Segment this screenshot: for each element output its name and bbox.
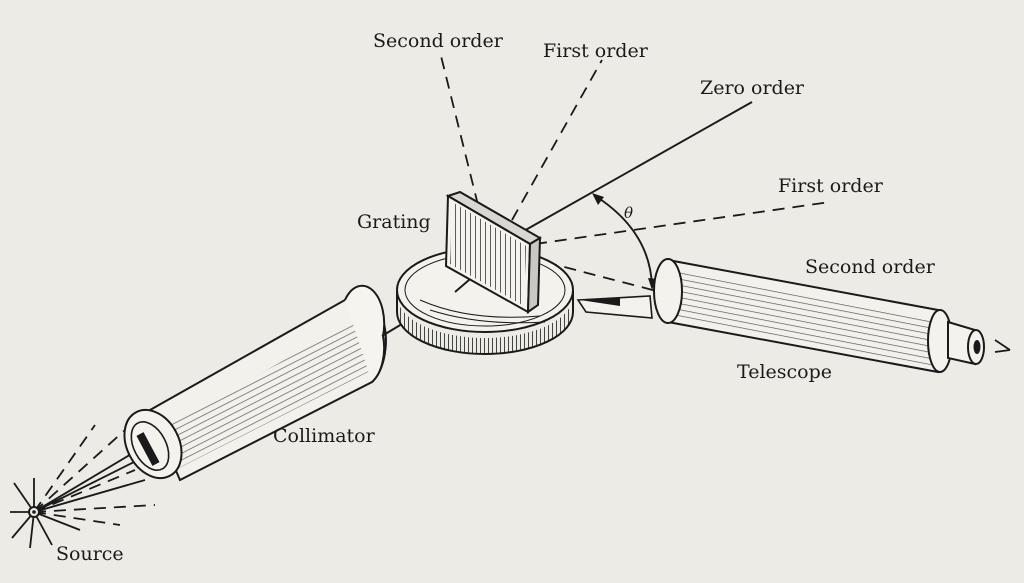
label-source: Source	[56, 543, 124, 565]
second-order-ray-top	[439, 51, 479, 206]
label-first-order-right: First order	[778, 175, 884, 197]
diffracted-rays	[439, 51, 831, 295]
grating	[444, 190, 542, 314]
zero-order-ray	[521, 101, 753, 233]
second-order-ray-right	[544, 261, 669, 295]
collimator	[123, 284, 456, 482]
label-theta: θ	[624, 204, 633, 222]
source-starburst	[10, 424, 156, 549]
label-grating: Grating	[357, 211, 431, 233]
label-telescope: Telescope	[737, 361, 832, 383]
eye-icon	[994, 339, 1011, 353]
label-second-order-right: Second order	[805, 256, 936, 278]
label-collimator: Collimator	[273, 425, 376, 447]
label-zero-order: Zero order	[700, 77, 805, 99]
first-order-ray-top	[511, 59, 603, 221]
label-second-order-top: Second order	[373, 30, 504, 52]
telescope	[576, 258, 1011, 374]
first-order-ray-right	[534, 201, 831, 245]
theta-arc	[596, 196, 653, 287]
label-first-order-top: First order	[543, 40, 649, 62]
